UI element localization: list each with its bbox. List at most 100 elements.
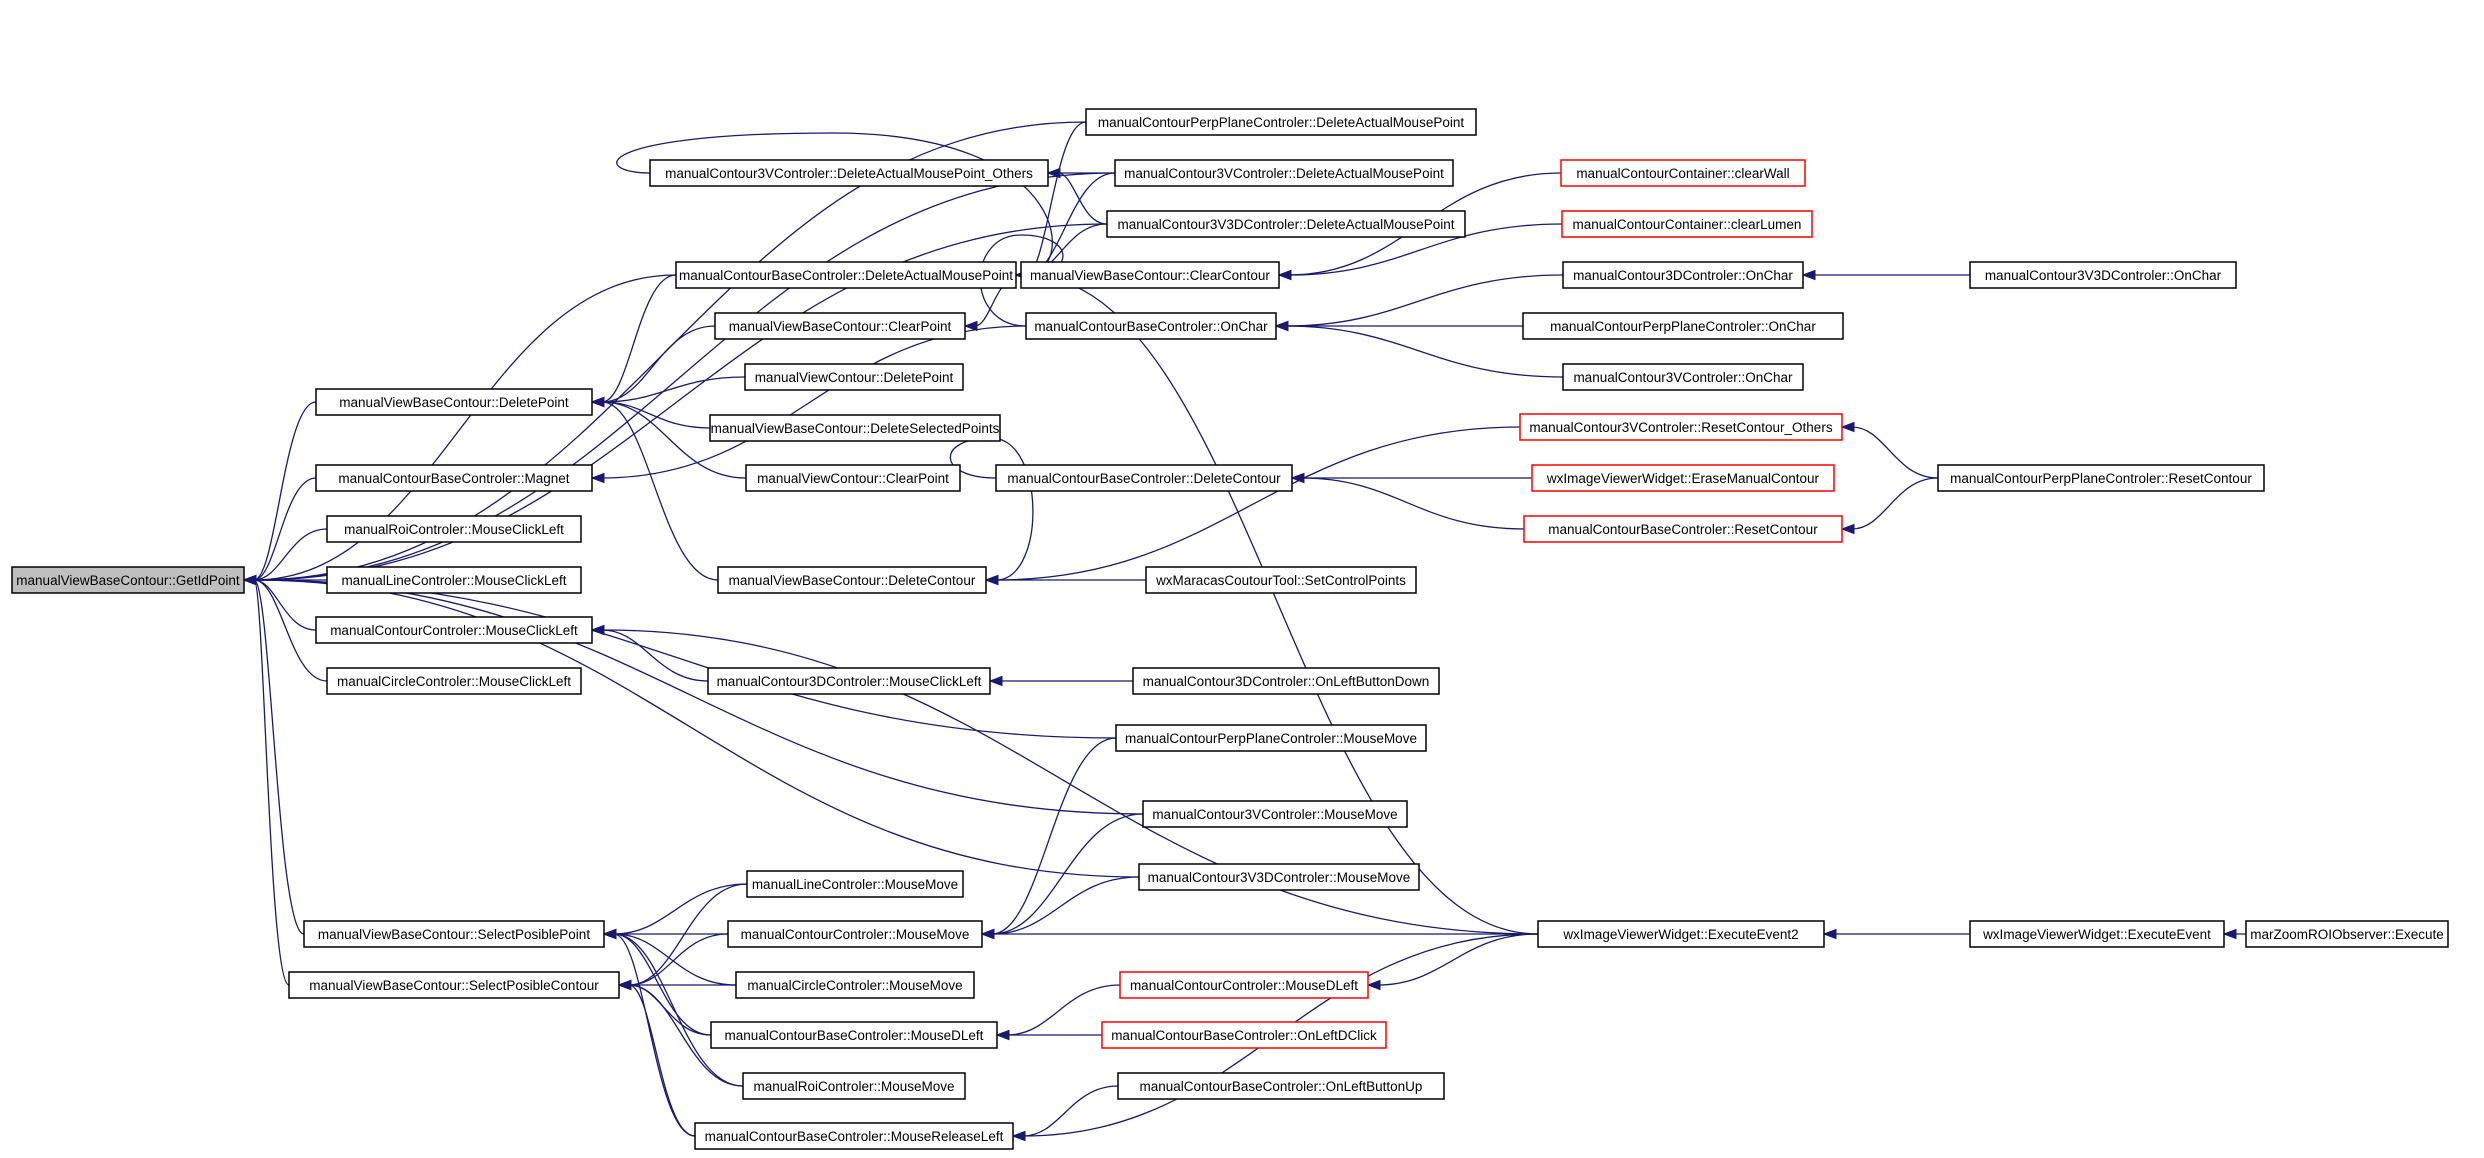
graph-node[interactable]: manualViewBaseContour::DeletePoint <box>315 388 593 416</box>
call-edge <box>590 325 1027 484</box>
call-edge <box>602 883 748 940</box>
graph-node[interactable]: manualViewBaseContour::DeleteSelectedPoi… <box>709 414 1001 442</box>
graph-node[interactable]: manualContour3DControler::OnLeftButtonDo… <box>1132 667 1440 695</box>
arrowhead-icon <box>590 624 605 636</box>
graph-node[interactable]: manualContourBaseControler::OnChar <box>1025 312 1277 340</box>
node-label: manualContourControler::MouseMove <box>741 927 970 942</box>
graph-node[interactable]: manualContour3VControler::DeleteActualMo… <box>649 159 1049 187</box>
edge-path <box>1851 426 1939 479</box>
graph-node[interactable]: wxImageViewerWidget::ExecuteEvent2 <box>1537 920 1825 948</box>
graph-node[interactable]: manualContourBaseControler::MouseRelease… <box>694 1122 1014 1150</box>
graph-node[interactable]: manualCircleControler::MouseMove <box>735 971 975 999</box>
graph-node[interactable]: manualContourPerpPlaneControler::ResetCo… <box>1937 464 2265 492</box>
graph-node[interactable]: manualViewBaseContour::GetIdPoint <box>11 566 245 594</box>
call-edge <box>1840 421 1939 479</box>
graph-node[interactable]: manualContourPerpPlaneControler::OnChar <box>1522 312 1844 340</box>
graph-node[interactable]: manualContourBaseControler::OnLeftButton… <box>1117 1072 1445 1100</box>
graph-node[interactable]: manualViewBaseContour::DeleteContour <box>717 566 987 594</box>
node-label: manualContourControler::MouseDLeft <box>1130 978 1358 993</box>
graph-node[interactable]: manualCircleControler::MouseClickLeft <box>326 667 582 695</box>
edge-path <box>253 579 1117 739</box>
node-label: manualContour3VControler::OnChar <box>1573 370 1793 385</box>
edge-path <box>1301 477 1525 530</box>
node-label: manualViewBaseContour::SelectPosibleCont… <box>309 978 599 993</box>
node-box <box>1115 724 1427 752</box>
graph-node[interactable]: manualContour3V3DControler::MouseMove <box>1138 863 1420 891</box>
graph-node[interactable]: manualContourContainer::clearWall <box>1560 159 1806 187</box>
node-label: manualContour3V3DControler::MouseMove <box>1148 870 1411 885</box>
node-box <box>1085 108 1477 136</box>
call-edge <box>602 928 737 986</box>
call-edge <box>1274 320 1523 332</box>
node-label: manualViewBaseContour::ClearContour <box>1030 268 1270 283</box>
arrowhead-icon <box>1840 523 1855 535</box>
graph-node[interactable]: manualContour3V3DControler::OnChar <box>1969 261 2237 289</box>
graph-node[interactable]: wxImageViewerWidget::ExecuteEvent <box>1969 920 2225 948</box>
edge-path <box>253 121 1087 581</box>
graph-node[interactable]: manualContour3DControler::OnChar <box>1562 261 1804 289</box>
edge-path <box>253 274 677 581</box>
edge-path <box>601 325 716 403</box>
graph-node[interactable]: manualContourBaseControler::Magnet <box>315 464 593 492</box>
node-label: wxMaracasCoutourTool::SetControlPoints <box>1155 573 1406 588</box>
call-edge <box>2222 928 2247 940</box>
graph-node[interactable]: manualContour3VControler::OnChar <box>1562 363 1804 391</box>
graph-node[interactable]: manualViewBaseContour::SelectPosibleCont… <box>288 971 620 999</box>
graph-node[interactable]: manualContour3VControler::DeleteActualMo… <box>1114 159 1454 187</box>
graph-node[interactable]: manualLineControler::MouseMove <box>746 870 964 898</box>
graph-node[interactable]: manualContourBaseControler::MouseDLeft <box>710 1021 998 1049</box>
call-edge <box>1290 472 1532 484</box>
node-box <box>1132 667 1440 695</box>
node-box <box>1145 566 1417 594</box>
graph-node[interactable]: manualContour3VControler::ResetContour_O… <box>1519 413 1843 441</box>
graph-node[interactable]: manualContourBaseControler::ResetContour <box>1523 515 1843 543</box>
graph-node[interactable]: wxMaracasCoutourTool::SetControlPoints <box>1145 566 1417 594</box>
node-box <box>1519 413 1843 441</box>
graph-node[interactable]: manualViewContour::ClearPoint <box>745 464 961 492</box>
call-edge <box>984 426 1521 586</box>
node-label: manualViewBaseContour::DeleteSelectedPoi… <box>711 421 1000 436</box>
graph-node[interactable]: manualContourPerpPlaneControler::MouseMo… <box>1115 724 1427 752</box>
node-box <box>649 159 1049 187</box>
graph-node[interactable]: manualContourPerpPlaneControler::DeleteA… <box>1085 108 1477 136</box>
graph-node[interactable]: manualContourControler::MouseClickLeft <box>315 616 593 644</box>
graph-node[interactable]: manualContourControler::MouseMove <box>727 920 983 948</box>
graph-node[interactable]: manualContourControler::MouseDLeft <box>1119 971 1369 999</box>
graph-node[interactable]: manualLineControler::MouseClickLeft <box>326 566 582 594</box>
node-label: manualContour3V3DControler::OnChar <box>1985 268 2222 283</box>
graph-node[interactable]: manualRoiControler::MouseMove <box>742 1072 966 1100</box>
graph-node[interactable]: manualContourBaseControler::DeleteActual… <box>675 261 1017 289</box>
graph-node[interactable]: manualContour3VControler::MouseMove <box>1142 800 1408 828</box>
node-box <box>1531 464 1835 492</box>
node-label: manualViewBaseContour::ClearPoint <box>729 319 952 334</box>
edge-path <box>253 579 305 935</box>
node-label: manualContourControler::MouseClickLeft <box>330 623 578 638</box>
node-box <box>1119 971 1369 999</box>
call-edge <box>617 979 696 1137</box>
node-box <box>744 363 964 391</box>
edge-path <box>253 528 328 581</box>
node-box <box>1117 1072 1445 1100</box>
arrowhead-icon <box>602 928 617 940</box>
edge-path <box>1377 933 1539 986</box>
graph-node[interactable]: manualContourContainer::clearLumen <box>1561 210 1813 238</box>
edge-path <box>1057 172 1108 225</box>
graph-node[interactable]: manualContourBaseControler::OnLeftDClick <box>1101 1021 1387 1049</box>
graph-node[interactable]: manualViewBaseContour::SelectPosiblePoin… <box>303 920 605 948</box>
graph-node[interactable]: manualContourBaseControler::DeleteContou… <box>995 464 1293 492</box>
graph-node[interactable]: manualViewContour::DeletePoint <box>744 363 964 391</box>
call-edge <box>1840 477 1939 535</box>
graph-node[interactable]: manualContour3V3DControler::DeleteActual… <box>1106 210 1466 238</box>
graph-node[interactable]: manualRoiControler::MouseClickLeft <box>326 515 582 543</box>
graph-node[interactable]: manualContour3DControler::MouseClickLeft <box>707 667 991 695</box>
call-edge <box>242 574 305 935</box>
edge-path <box>253 579 1140 878</box>
arrowhead-icon <box>590 472 605 484</box>
graph-node[interactable]: marZoomROIObserver::Execute <box>2245 920 2449 948</box>
node-box <box>1937 464 2265 492</box>
node-label: manualContourBaseControler::OnLeftButton… <box>1140 1079 1423 1094</box>
graph-node[interactable]: manualViewBaseContour::ClearContour <box>1020 261 1280 289</box>
graph-node[interactable]: manualViewBaseContour::ClearPoint <box>714 312 966 340</box>
edge-path <box>601 629 709 682</box>
graph-node[interactable]: wxImageViewerWidget::EraseManualContour <box>1531 464 1835 492</box>
